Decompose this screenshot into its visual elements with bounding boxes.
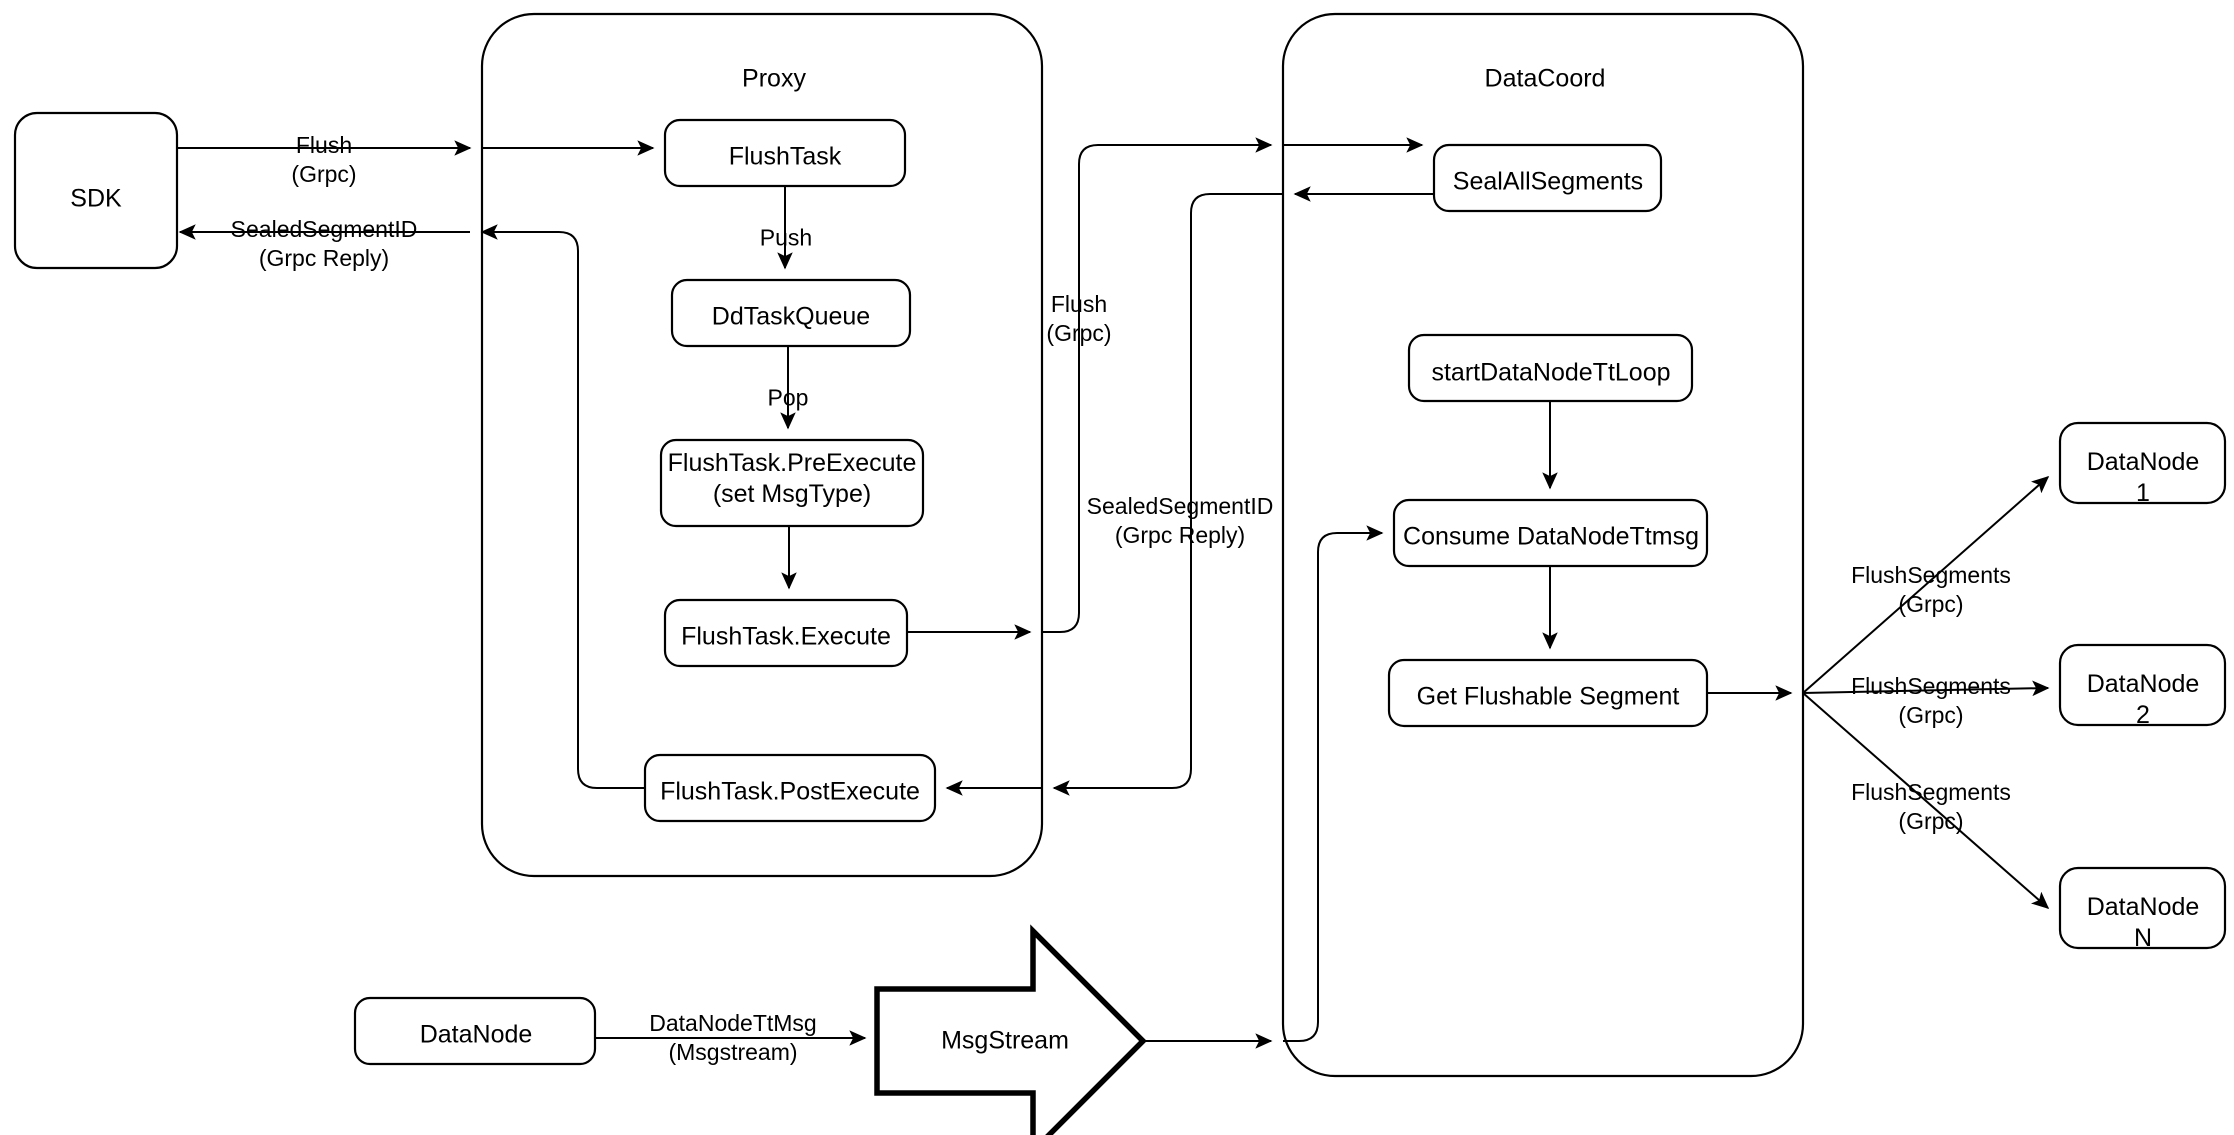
node-startdatanodettloop-box[interactable]: [1407, 333, 1694, 403]
edge-flushsegments-to-datanoden: [1802, 692, 2050, 909]
node-datanode2-box[interactable]: [2058, 643, 2227, 727]
edge-postexecute-to-reply: [480, 224, 645, 789]
node-postexecute-box[interactable]: [643, 753, 937, 823]
node-ddtaskqueue-box[interactable]: [670, 278, 912, 348]
edge-flushsegments-to-datanode1: [1802, 476, 2050, 694]
node-sdk-box[interactable]: [13, 111, 179, 270]
node-msgstream-block-arrow[interactable]: [874, 924, 1147, 1135]
edge-flushsegments-to-datanode2: [1802, 680, 2050, 697]
node-preexecute-box[interactable]: [659, 438, 925, 528]
node-datanode1-box[interactable]: [2058, 421, 2227, 505]
node-getflushablesegment-box[interactable]: [1387, 658, 1709, 728]
edge-flush-route-to-coord: [1042, 137, 1273, 633]
node-flushtask-box[interactable]: [663, 118, 907, 188]
group-proxy-boundary: [480, 12, 1044, 878]
node-sealallsegments-box[interactable]: [1432, 143, 1663, 213]
edge-reply-route-to-proxy: [1052, 193, 1283, 796]
node-execute-box[interactable]: [663, 598, 909, 668]
node-datanode-box[interactable]: [353, 996, 597, 1066]
node-datanoden-box[interactable]: [2058, 866, 2227, 950]
node-consumedatanodettmsg-box[interactable]: [1392, 498, 1709, 568]
edge-ttmsg-route-to-consume: [1283, 525, 1384, 1042]
group-datacoord-boundary: [1281, 12, 1805, 1078]
